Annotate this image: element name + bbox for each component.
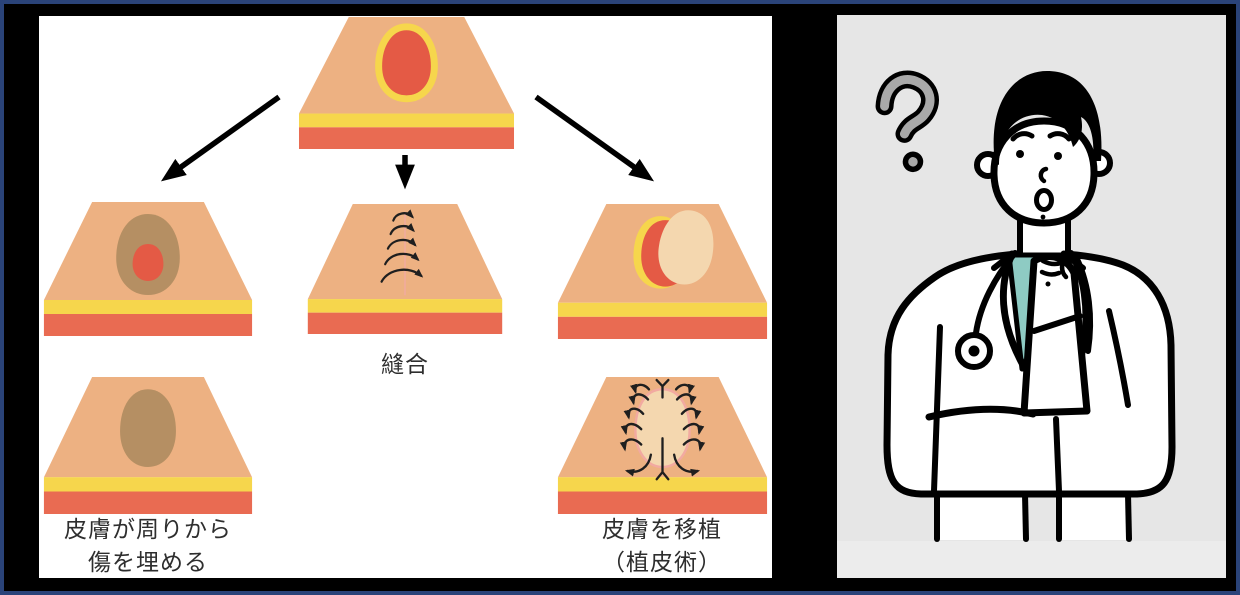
secondary-healing-label-line1: 皮膚が周りから: [64, 517, 232, 543]
skin-graft-label-line2: （植皮術）: [602, 550, 722, 576]
secondary-healing-label: 皮膚が周りから 傷を埋める: [39, 514, 257, 580]
doctor-facial-features: [1010, 131, 1072, 220]
arrow-to-skin-graft: [534, 94, 655, 182]
skin-block-healed-scar: [43, 377, 253, 514]
question-mark-icon: [875, 70, 939, 173]
graft-stitch-arrows: [619, 378, 706, 481]
right-arm-edge: [1106, 308, 1131, 408]
floor: [837, 541, 1226, 578]
wound-treatment-diagram-panel: 縫合 皮膚が周りから 傷を埋める 皮膚を移植 （植皮術）: [39, 16, 772, 578]
thinking-doctor-panel: [837, 15, 1226, 578]
arrow-to-secondary-healing: [160, 94, 281, 182]
doctor-legs: [934, 491, 1132, 542]
raised-forearm: [1020, 253, 1091, 417]
doctor-hair: [993, 71, 1102, 165]
stethoscope: [955, 250, 1094, 384]
suture-label: 縫合: [381, 352, 429, 378]
skin-graft-label: 皮膚を移植 （植皮術）: [553, 514, 771, 580]
suture-stitches: [380, 209, 424, 283]
coat-opening-right: [1053, 416, 1062, 494]
doctor-illustration: [837, 70, 1226, 578]
skin-block-graft-placed: [557, 204, 768, 339]
branch-arrows: [160, 94, 655, 190]
skin-block-sutured: [307, 204, 503, 334]
coat-opening-left: [931, 324, 943, 494]
skin-block-open-wound: [298, 17, 515, 149]
hand: [1039, 254, 1069, 287]
secondary-healing-label-line2: 傷を埋める: [88, 550, 208, 576]
skin-block-graft-healing: [557, 377, 768, 514]
sleeve-cuff: [1031, 313, 1083, 334]
skin-block-granulating-wound: [43, 202, 253, 336]
skin-graft-label-line1: 皮膚を移植: [602, 517, 722, 543]
